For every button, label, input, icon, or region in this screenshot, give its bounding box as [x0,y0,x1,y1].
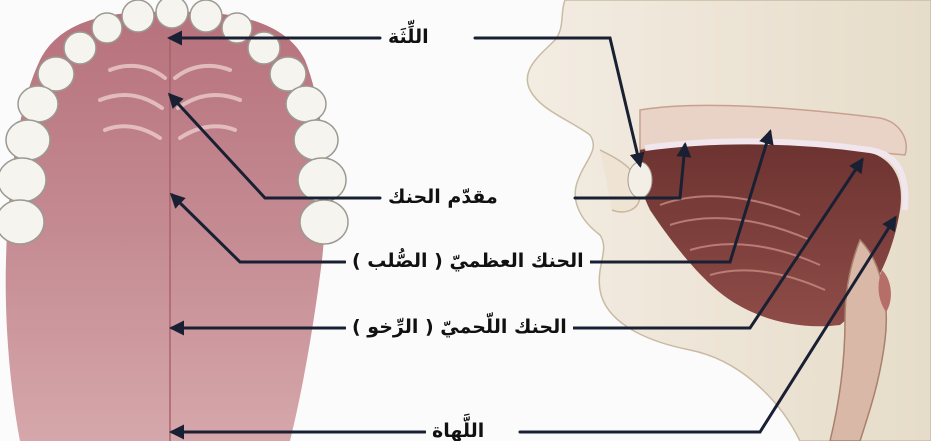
front-tooth [628,162,652,198]
label-hard-palate: الحنك العظميّ ( الصُّلب ) [346,248,590,274]
upper-palate-view [0,0,348,441]
head-cross-section [527,0,931,441]
label-uvula: اللَّهاة [426,418,490,441]
label-soft-palate: الحنك اللّحميّ ( الرِّخو ) [346,314,573,340]
label-gum: اللِّثَة [382,24,435,50]
label-front-palate: مقدّم الحنك [382,184,504,210]
